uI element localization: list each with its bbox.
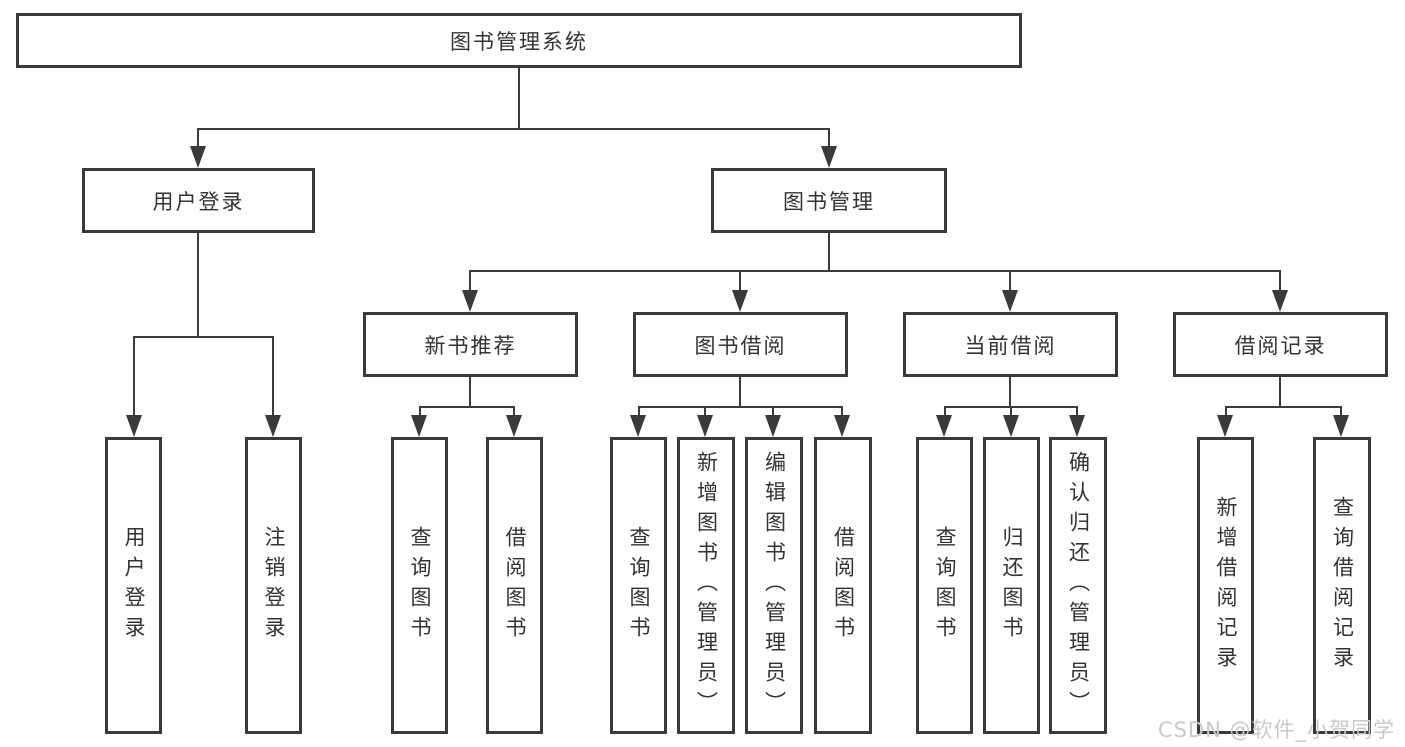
connector-level3-horizontal [470,270,1281,272]
node-book-borrow: 图书借阅 [633,312,848,377]
connector-horizontal [1225,406,1342,408]
node-new-book-recommend: 新书推荐 [363,312,578,377]
leaf-add-book-admin: 新增图书（管理员） [677,437,735,734]
connector-book-mgmt-stub [828,128,830,148]
connector-leaf-stub [638,406,640,417]
csdn-watermark: CSDN @软件_小贺同学 [1157,718,1395,742]
leaf-query-book: 查询图书 [391,437,448,734]
connector-user-login-vertical [197,233,199,337]
node-book-management: 图书管理 [711,168,947,233]
leaf-add-borrow-record: 新增借阅记录 [1197,437,1254,734]
node-user-login: 用户登录 [82,168,315,233]
arrowhead-down-icon [936,415,952,437]
leaf-return-book: 归还图书 [983,437,1040,734]
connector-level2-horizontal [197,128,830,130]
arrowhead-down-icon [190,146,206,168]
arrowhead-down-icon [1217,415,1233,437]
arrowhead-down-icon [697,415,713,437]
connector-new-book-stub [469,270,471,292]
arrowhead-down-icon [821,146,837,168]
connector-book-borrow-stub [739,270,741,292]
leaf-query-book: 查询图书 [610,437,667,734]
leaf-user-login: 用户登录 [105,437,162,734]
connector-leaf-stub [772,406,774,417]
node-root-system: 图书管理系统 [16,13,1022,68]
leaf-logout: 注销登录 [245,437,302,734]
connector-root-vertical [518,68,520,129]
arrowhead-down-icon [1003,415,1019,437]
connector-leaf-stub [513,406,515,417]
connector-book-mgmt-vertical [828,233,830,272]
arrowhead-down-icon [462,290,478,312]
leaf-query-book: 查询图书 [916,437,973,734]
connector-vertical [1009,377,1011,407]
arrowhead-down-icon [834,415,850,437]
connector-leaf-stub [704,406,706,417]
connector-leaf-stub [1010,406,1012,417]
arrowhead-down-icon [506,415,522,437]
connector-horizontal [638,406,843,408]
leaf-edit-book-admin: 编辑图书（管理员） [745,437,803,734]
arrowhead-down-icon [765,415,781,437]
node-current-borrow: 当前借阅 [903,312,1118,377]
connector-vertical [739,377,741,407]
connector-vertical [469,377,471,407]
arrowhead-down-icon [1333,415,1349,437]
connector-leaf-stub [272,336,274,417]
connector-leaf-stub [1225,406,1227,417]
node-borrow-record: 借阅记录 [1173,312,1388,377]
connector-vertical [1279,377,1281,407]
leaf-confirm-return-admin: 确认归还（管理员） [1049,437,1107,734]
leaf-borrow-book: 借阅图书 [814,437,872,734]
connector-leaf-stub [1340,406,1342,417]
connector-current-borrow-stub [1009,270,1011,292]
arrowhead-down-icon [630,415,646,437]
arrowhead-down-icon [1272,290,1288,312]
connector-leaf-stub [133,336,135,417]
connector-user-login-stub [197,128,199,148]
connector-leaf-stub [419,406,421,417]
arrowhead-down-icon [411,415,427,437]
connector-leaf-stub [841,406,843,417]
connector-leaf-stub [1076,406,1078,417]
arrowhead-down-icon [1069,415,1085,437]
connector-leaf-stub [944,406,946,417]
arrowhead-down-icon [126,415,142,437]
connector-borrow-record-stub [1279,270,1281,292]
arrowhead-down-icon [265,415,281,437]
leaf-borrow-book: 借阅图书 [486,437,543,734]
connector-horizontal [419,406,515,408]
arrowhead-down-icon [732,290,748,312]
arrowhead-down-icon [1002,290,1018,312]
connector-user-login-horizontal [133,336,274,338]
leaf-query-borrow-record: 查询借阅记录 [1313,437,1371,734]
